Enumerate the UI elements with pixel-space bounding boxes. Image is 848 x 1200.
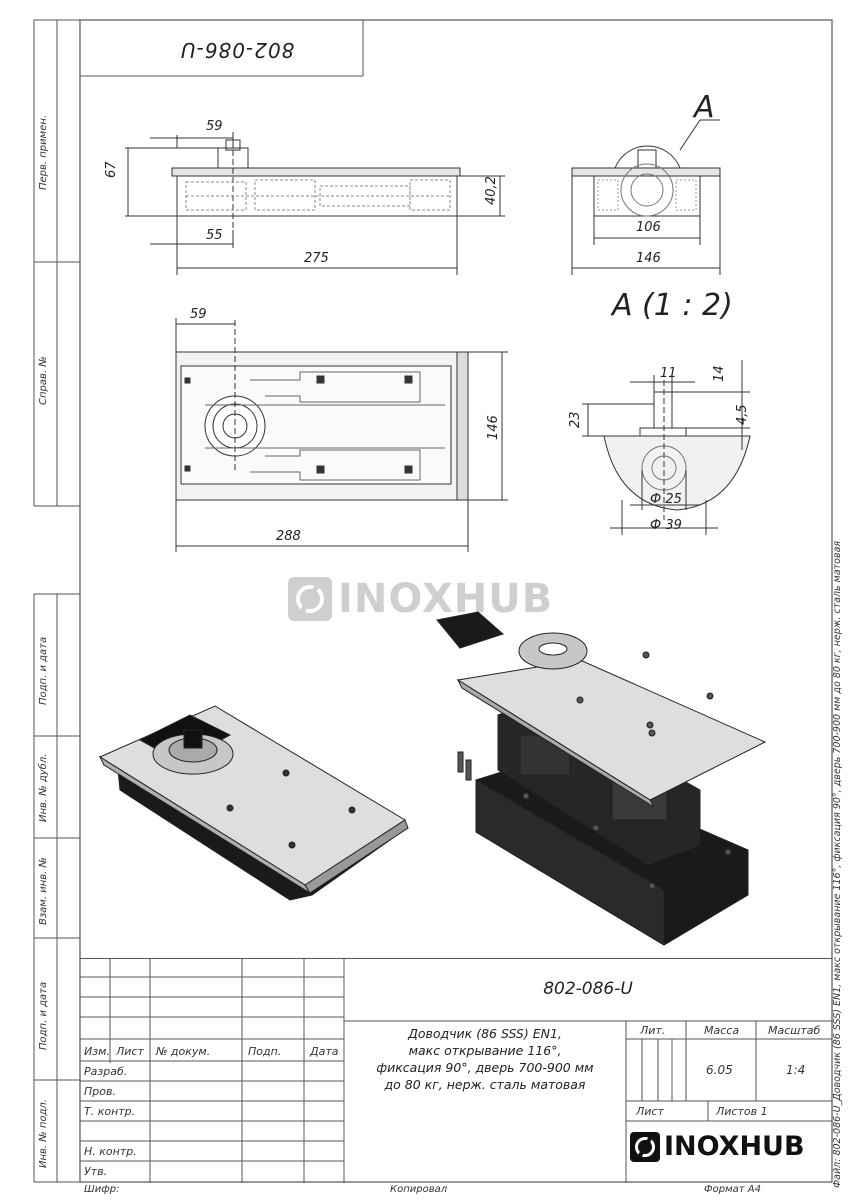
view-label-a: A	[694, 90, 715, 125]
label-masshtab: Масштаб	[768, 1024, 821, 1037]
top-view	[175, 318, 508, 552]
dim-top-59: 59	[190, 307, 207, 322]
dim-detail-4-5: 4,5	[735, 404, 750, 425]
col-izm: Изм.	[84, 1045, 110, 1058]
row-razrab: Разраб.	[84, 1065, 128, 1078]
title-name: Доводчик (86 SSS) EN1, макс открывание 1…	[344, 1025, 626, 1093]
iso-view-assembled	[98, 705, 409, 901]
footer-kopiroval: Копировал	[390, 1184, 448, 1195]
company-logo: INOXHUB	[630, 1131, 805, 1162]
footer-shifr: Шифр:	[84, 1184, 120, 1195]
watermark: INOXHUB	[288, 576, 553, 622]
dim-detail-14: 14	[712, 365, 727, 382]
label-inv-no-podl: Инв. № подл.	[38, 1099, 49, 1168]
title-name-line: фиксация 90°, дверь 700-900 мм	[376, 1060, 594, 1075]
dim-detail-23: 23	[568, 411, 583, 428]
dim-front-40-2: 40,2	[484, 176, 499, 205]
label-podp-data-1: Подп. и дата	[38, 636, 49, 705]
value-masshtab: 1:4	[786, 1063, 806, 1077]
row-utv: Утв.	[84, 1165, 108, 1178]
title-designation: 802-086-U	[543, 979, 633, 999]
label-perv-primen: Перв. примен.	[38, 114, 49, 190]
side-view	[571, 119, 721, 275]
title-block: 802-086-U Доводчик (86 SSS) EN1, макс от…	[80, 958, 832, 1183]
row-n-kontr: Н. контр.	[84, 1145, 137, 1158]
view-label-a-scale: A (1 : 2)	[612, 288, 733, 323]
col-data: Дата	[310, 1045, 339, 1058]
label-massa: Масса	[704, 1024, 740, 1037]
label-lit: Лит.	[640, 1024, 666, 1037]
designation-mirrored: 802-086-U	[180, 38, 295, 62]
label-vzam-inv-no: Взам. инв. №	[38, 857, 49, 925]
value-massa: 6.05	[706, 1063, 733, 1077]
col-list: Лист	[116, 1045, 144, 1058]
front-view	[125, 132, 505, 275]
title-name-line: Доводчик (86 SSS) EN1,	[408, 1026, 562, 1041]
dim-front-275: 275	[304, 251, 329, 266]
label-list: Лист	[636, 1105, 664, 1118]
dim-top-146: 146	[486, 415, 501, 440]
col-dokum: № докум.	[156, 1045, 211, 1058]
dim-side-106: 106	[636, 220, 661, 235]
title-name-line: до 80 кг, нерж. сталь матовая	[384, 1077, 586, 1092]
label-inv-no-dubl: Инв. № дубл.	[38, 753, 49, 822]
title-name-line: макс открывание 116°,	[408, 1043, 562, 1058]
dim-front-55: 55	[206, 228, 223, 243]
dim-detail-d25: Ф 25	[650, 492, 682, 507]
row-t-kontr: Т. контр.	[84, 1105, 136, 1118]
detail-view	[582, 360, 751, 535]
dim-front-59: 59	[206, 119, 223, 134]
dim-top-288: 288	[276, 529, 301, 544]
col-podp: Подп.	[248, 1045, 282, 1058]
dim-side-146: 146	[636, 251, 661, 266]
iso-view-exploded	[436, 611, 767, 946]
logo-mark-icon	[630, 1131, 660, 1162]
row-prov: Пров.	[84, 1085, 116, 1098]
logo-mark-icon	[288, 577, 332, 621]
label-podp-data-2: Подп. и дата	[38, 981, 49, 1050]
dim-front-67: 67	[104, 161, 119, 178]
file-note: Файл: 802-086-U_Доводчик (86 SSS) EN1, м…	[832, 540, 843, 1188]
dim-detail-d39: Ф 39	[650, 518, 682, 533]
footer-format: Формат А4	[704, 1184, 761, 1195]
label-listov: Листов 1	[716, 1105, 768, 1118]
label-sprav-no: Справ. №	[38, 356, 49, 405]
dim-detail-11: 11	[660, 366, 677, 381]
